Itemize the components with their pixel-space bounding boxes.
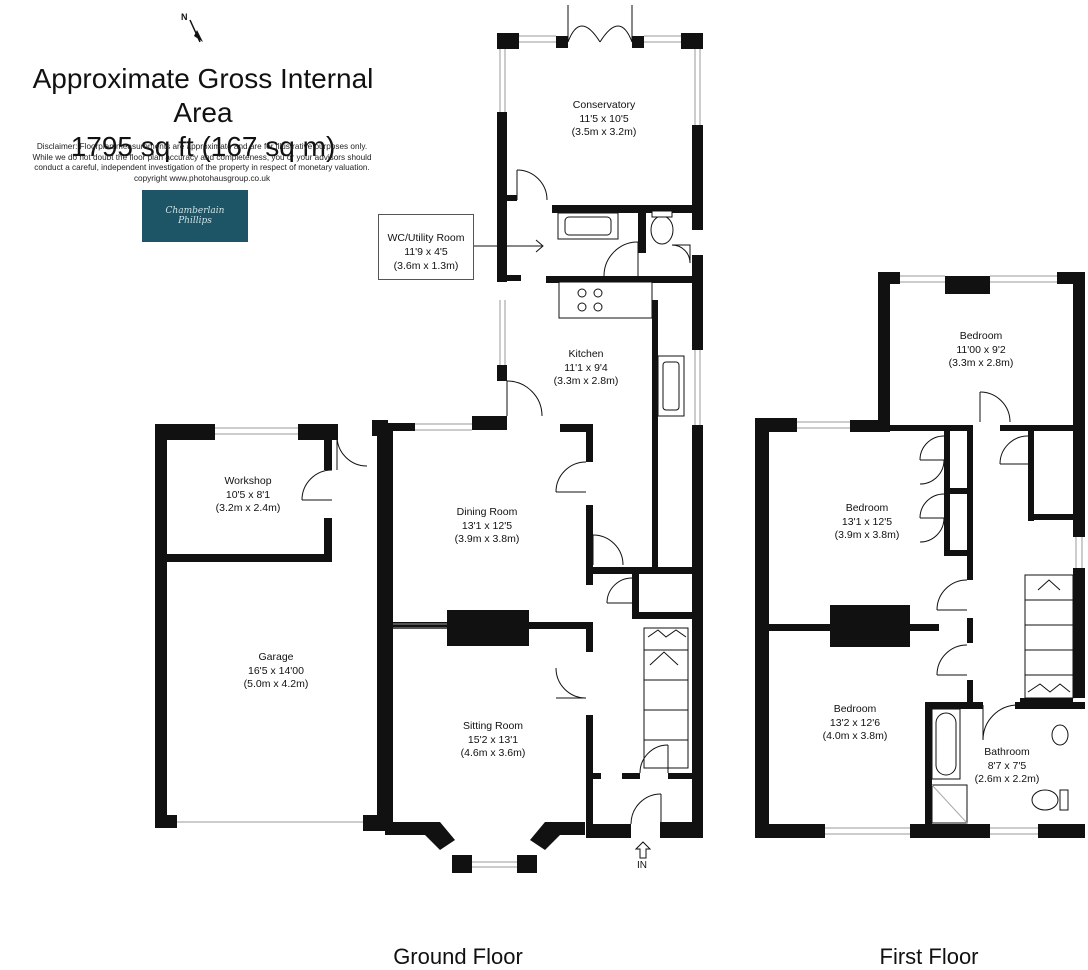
first-floor-label: First Floor — [879, 944, 979, 969]
room-name: Workshop — [224, 475, 272, 487]
room-label-garage: Garage 16'5 x 14'00 (5.0m x 4.2m) — [244, 651, 309, 692]
room-imperial: 11'5 x 10'5 — [579, 112, 629, 125]
ground-floor-windows — [177, 35, 701, 868]
room-name: Kitchen — [568, 348, 604, 360]
room-label-workshop: Workshop 10'5 x 8'1 (3.2m x 2.4m) — [216, 475, 281, 516]
room-imperial: 13'1 x 12'5 — [841, 515, 893, 528]
callout-leader — [474, 239, 544, 253]
disclaimer-line: copyright www.photohausgroup.co.uk — [133, 173, 271, 183]
room-metric: (3.5m x 3.2m) — [571, 126, 637, 138]
disclaimer-line: While we do not doubt the floor plan acc… — [32, 152, 372, 162]
entrance-arrow-icon — [634, 841, 652, 859]
room-label-bedroom-front: Bedroom 13'2 x 12'6 (4.0m x 3.8m) — [823, 703, 888, 744]
wc-utility-callout: WC/Utility Room 11'9 x 4'5 (3.6m x 1.3m) — [378, 214, 474, 280]
room-name: WC/Utility Room — [387, 232, 465, 244]
room-metric: (3.2m x 2.4m) — [215, 502, 281, 514]
room-imperial: 11'9 x 4'5 — [404, 246, 448, 258]
disclaimer: Disclaimer: Floorplan measurements are a… — [8, 142, 396, 184]
room-metric: (3.9m x 3.8m) — [454, 533, 520, 545]
room-imperial: 15'2 x 13'1 — [467, 733, 519, 746]
ground-floor-doors — [301, 5, 669, 825]
disclaimer-line: Disclaimer: Floorplan measurements are a… — [36, 142, 368, 151]
area-title-line1: Approximate Gross Internal Area — [32, 63, 374, 128]
room-label-bedroom-rear: Bedroom 11'00 x 9'2 (3.3m x 2.8m) — [949, 330, 1014, 371]
area-title: Approximate Gross Internal Area 1795 sq … — [0, 62, 406, 164]
room-name: Bedroom — [959, 330, 1003, 342]
room-imperial: 13'1 x 12'5 — [461, 519, 513, 532]
room-metric: (4.0m x 3.8m) — [822, 730, 888, 742]
ground-floor-walls — [155, 33, 703, 873]
room-name: Sitting Room — [462, 720, 524, 732]
area-title-line2: 1795 sq ft (167 sq m) — [70, 131, 336, 162]
room-label-bedroom-middle: Bedroom 13'1 x 12'5 (3.9m x 3.8m) — [835, 502, 900, 543]
room-metric: (3.9m x 3.8m) — [834, 529, 900, 541]
room-name: Bathroom — [984, 746, 1030, 758]
room-metric: (2.6m x 2.2m) — [974, 773, 1040, 785]
room-imperial: 11'00 x 9'2 — [956, 343, 1006, 356]
room-label-conservatory: Conservatory 11'5 x 10'5 (3.5m x 3.2m) — [572, 99, 637, 140]
ground-floor-fixtures — [557, 210, 691, 769]
room-imperial: 8'7 x 7'5 — [987, 759, 1027, 772]
room-name: Dining Room — [456, 506, 518, 518]
agent-logo: Chamberlain Phillips — [142, 190, 248, 242]
room-label-dining: Dining Room 13'1 x 12'5 (3.9m x 3.8m) — [455, 506, 520, 547]
room-label-sitting: Sitting Room 15'2 x 13'1 (4.6m x 3.6m) — [461, 720, 526, 761]
room-label-kitchen: Kitchen 11'1 x 9'4 (3.3m x 2.8m) — [554, 348, 619, 389]
entrance-label: IN — [637, 860, 647, 871]
room-imperial: 10'5 x 8'1 — [225, 488, 271, 501]
room-name: Bedroom — [845, 502, 889, 514]
room-imperial: 13'2 x 12'6 — [829, 716, 881, 729]
disclaimer-line: conduct a careful, independent investiga… — [34, 163, 370, 172]
first-floor-windows — [797, 275, 1083, 835]
first-floor-walls — [755, 272, 1085, 838]
first-floor-doors — [919, 391, 1029, 741]
room-name: Bedroom — [833, 703, 877, 715]
logo-text: Chamberlain Phillips — [165, 206, 225, 226]
room-label-bathroom: Bathroom 8'7 x 7'5 (2.6m x 2.2m) — [975, 746, 1040, 787]
room-metric: (3.6m x 1.3m) — [393, 260, 459, 272]
room-imperial: 16'5 x 14'00 — [248, 664, 304, 677]
room-metric: (5.0m x 4.2m) — [243, 678, 309, 690]
room-metric: (4.6m x 3.6m) — [460, 747, 526, 759]
room-imperial: 11'1 x 9'4 — [564, 361, 608, 374]
first-floor-fixtures — [931, 574, 1074, 824]
room-metric: (3.3m x 2.8m) — [948, 357, 1014, 369]
north-label: N — [181, 12, 188, 22]
room-name: Garage — [258, 651, 294, 663]
room-name: Conservatory — [572, 99, 636, 111]
room-metric: (3.3m x 2.8m) — [553, 375, 619, 387]
north-arrow-icon — [189, 19, 203, 43]
ground-floor-label: Ground Floor — [393, 944, 523, 969]
